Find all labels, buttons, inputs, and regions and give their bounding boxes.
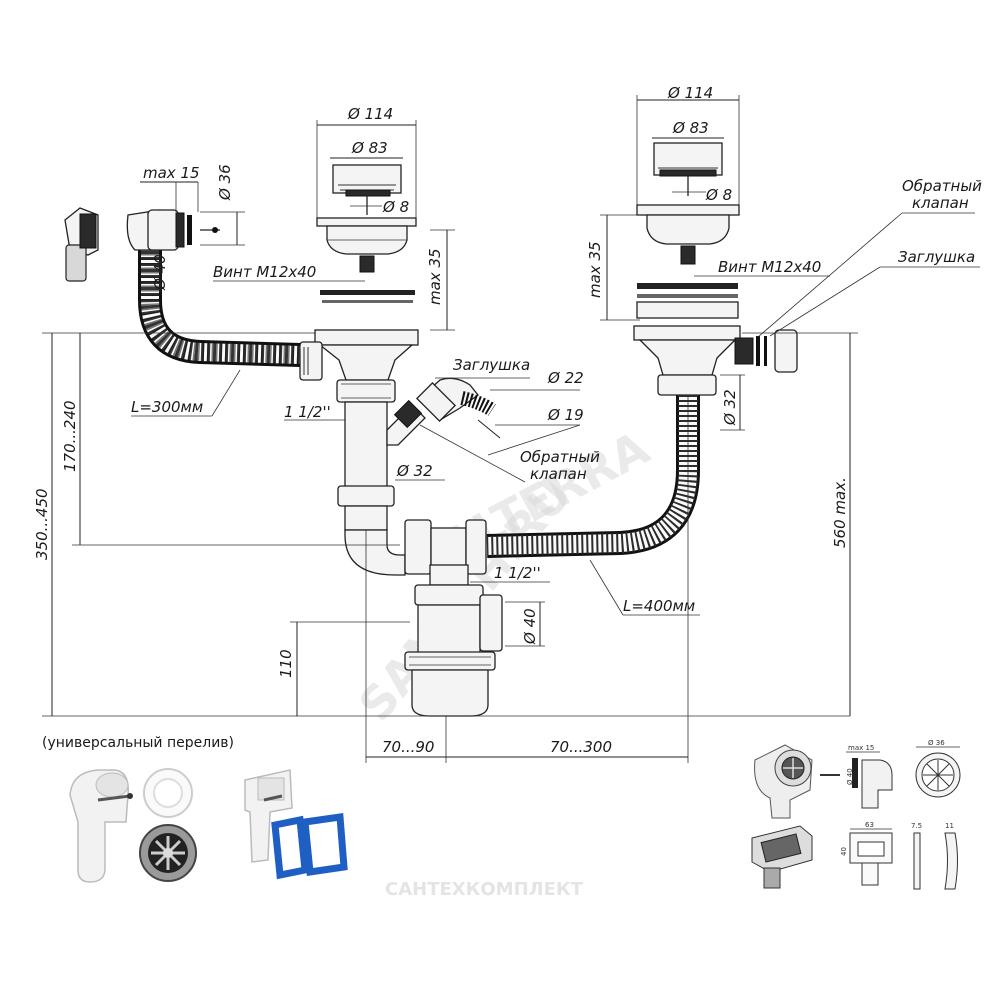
trap-side-outlet: [479, 594, 503, 652]
label-max35-left: max 35: [426, 248, 444, 305]
inset-label-max15: max 15: [848, 744, 874, 752]
tee-right-nut: [465, 519, 487, 575]
label-l300: L=300мм: [131, 398, 203, 416]
label-d40-trap: Ø 40: [521, 608, 539, 645]
elbow-pipe: [344, 529, 406, 576]
label-d8-left: Ø 8: [382, 198, 409, 216]
center-trap-assembly: 1 1/2'' Ø 40: [344, 519, 550, 717]
inset-label-7-5: 7.5: [911, 822, 922, 830]
left-basket: [332, 164, 402, 194]
label-110: 110: [277, 649, 295, 678]
label-d32-right: Ø 32: [721, 389, 739, 426]
inset-label-d40: Ø 40: [846, 768, 854, 785]
label-universal-overflow: (универсальный перелив): [42, 735, 234, 751]
right-strainer-assembly: Ø 114 Ø 83 Ø 8 Винт М12х40 max 35 Обратн…: [586, 84, 982, 431]
label-obratny-right-2: клапан: [912, 194, 969, 212]
label-d8-right: Ø 8: [705, 186, 732, 204]
label-350-450: 350...450: [33, 488, 51, 560]
zaglushka-right-cap: [774, 329, 798, 373]
label-70-300: 70...300: [550, 738, 612, 756]
detail-insets: max 15 Ø 40 Ø 36 63 40 7.5 11: [751, 739, 961, 890]
label-d22: Ø 22: [547, 369, 584, 387]
left-strainer-assembly: Ø 114 Ø 83 Ø 8 Винт М12х40 max 35: [213, 105, 455, 531]
label-170-240: 170...240: [61, 400, 79, 472]
right-outlet-flange: [633, 325, 741, 341]
left-outlet-flange: [314, 329, 419, 346]
overall-dimensions: 350...450 170...240 560 max. 110 70...90…: [33, 332, 858, 763]
blue-gaskets-photo: [271, 813, 348, 880]
zaglushka-center-cap: [415, 381, 457, 423]
universal-overflow-section: (универсальный перелив) САНТЕХКОМПЛЕКТ: [42, 735, 584, 900]
label-max35-right: max 35: [586, 241, 604, 298]
label-obratny-center-2: клапан: [530, 465, 587, 483]
label-70-90: 70...90: [382, 738, 434, 756]
label-obratny-center-1: Обратный: [520, 448, 600, 466]
trap-collar: [404, 651, 496, 671]
overflow-hose: L=300мм max 15 Ø 36 Ø 40: [64, 164, 301, 417]
label-d114-right: Ø 114: [667, 84, 713, 102]
company-watermark: САНТЕХКОМПЛЕКТ: [385, 879, 584, 900]
inset-label-63: 63: [865, 821, 874, 829]
right-overflow-port: [734, 337, 754, 365]
label-max15: max 15: [143, 164, 200, 182]
label-d19: Ø 19: [547, 406, 584, 424]
inset-label-40: 40: [840, 847, 848, 856]
right-strainer-bowl: [646, 214, 730, 245]
overflow-connector-port: [299, 341, 323, 381]
trap-upper-body: [417, 604, 481, 656]
label-inch-bottom: 1 1/2'': [494, 564, 541, 582]
appliance-hose-connector: Заглушка Ø 22 Ø 19 Обратный клапан: [415, 356, 600, 483]
inset-label-d36: Ø 36: [928, 739, 945, 747]
label-l400: L=400мм: [623, 597, 695, 615]
trap-top-nut: [414, 584, 484, 606]
label-vint-left: Винт М12х40: [213, 263, 316, 281]
label-zaglushka-center: Заглушка: [453, 356, 530, 374]
label-d83-right: Ø 83: [672, 119, 709, 137]
tee-left-nut: [404, 519, 432, 575]
label-d83-left: Ø 83: [351, 139, 388, 157]
label-obratny-right-1: Обратный: [902, 177, 982, 195]
tee-body: [430, 527, 467, 567]
left-outlet-body: [318, 344, 414, 381]
label-560: 560 max.: [831, 477, 849, 548]
left-screw: [359, 255, 375, 273]
trap-bottom-cup: [411, 669, 489, 717]
right-outlet-body: [638, 339, 737, 376]
left-vertical-pipe: [344, 401, 388, 493]
right-nut: [657, 374, 717, 396]
label-inch-top: 1 1/2'': [284, 403, 331, 421]
label-d114-left: Ø 114: [347, 105, 393, 123]
right-screw: [680, 245, 696, 265]
label-d32-center: Ø 32: [396, 462, 433, 480]
inset-label-11: 11: [945, 822, 954, 830]
label-d36: Ø 36: [216, 164, 234, 201]
label-zaglushka-right: Заглушка: [898, 248, 975, 266]
label-vint-right: Винт М12х40: [718, 258, 821, 276]
left-nut: [336, 379, 396, 403]
